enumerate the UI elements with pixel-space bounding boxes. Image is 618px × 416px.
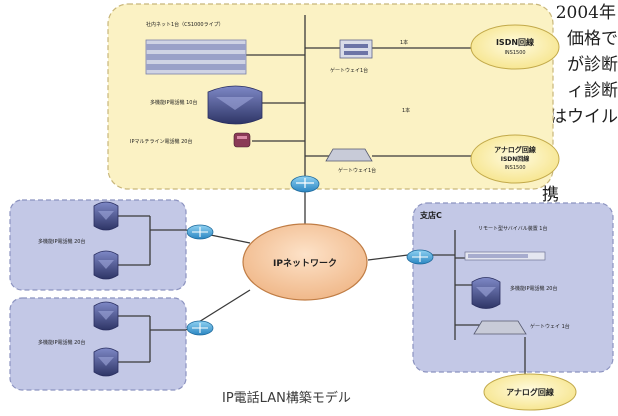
diagram-caption: IP電話LAN構築モデル xyxy=(222,391,351,406)
ip-network-label: IPネットワーク xyxy=(273,258,337,269)
ip-phone-icon xyxy=(93,301,119,331)
line-count-tag: 1本 xyxy=(402,107,410,114)
ip-phone-icon xyxy=(93,201,119,231)
branch-a-region xyxy=(9,199,187,291)
gateway-1-equipment xyxy=(339,39,373,59)
hq-router-icon xyxy=(290,175,320,193)
gateway-1-label: ゲートウェイ1台 xyxy=(330,67,368,74)
analog-line-title: アナログ回線 xyxy=(506,387,554,397)
branch-c-phones-label: 多機能IP電話機 20台 xyxy=(510,285,557,292)
branch-c-gateway-label: ゲートウェイ 1台 xyxy=(530,323,570,330)
ip-phone-icon xyxy=(93,347,119,377)
connection-lines xyxy=(118,15,526,385)
body-line: はウイル xyxy=(550,107,618,127)
isdn-title: ISDN回線 xyxy=(496,37,534,47)
ip-phone-icon xyxy=(207,85,263,125)
external-line-analog-isdn xyxy=(470,134,560,184)
hq-phones-label: 多機能IP電話機 10台 xyxy=(150,99,197,106)
analog-sub: INS1500 xyxy=(504,165,525,171)
line-count-tag: 1本 xyxy=(400,39,408,46)
ip-phone-icon xyxy=(93,250,119,280)
body-line: 携 xyxy=(542,185,559,205)
body-line: 2004年 xyxy=(555,3,616,23)
branch-c-router-icon xyxy=(406,249,434,265)
branch-b-phones-label: 多機能IP電話機 20台 xyxy=(38,339,85,346)
branch-c-region xyxy=(412,202,614,373)
branch-c-backup-label: リモート型サバイバル装置 1台 xyxy=(478,225,547,232)
pbx-equipment xyxy=(145,39,247,75)
branch-a-router-icon xyxy=(186,224,214,240)
softphone-icon xyxy=(233,132,251,148)
ip-phone-icon xyxy=(471,277,501,309)
gateway-2-label: ゲートウェイ1台 xyxy=(338,167,376,174)
branch-b-router-icon xyxy=(186,320,214,336)
isdn-sub: INS1500 xyxy=(504,50,525,56)
pbx-label: 社内ネット1台（CS1000ライプ） xyxy=(146,21,224,28)
ip-network-ellipse xyxy=(242,223,368,301)
branch-b-region xyxy=(9,297,187,391)
branch-c-gateway-equipment xyxy=(473,320,527,335)
gateway-2-equipment xyxy=(325,148,373,162)
external-line-analog xyxy=(483,373,577,411)
analog-title: アナログ回線 xyxy=(494,145,536,154)
body-line: が診断 xyxy=(567,55,618,75)
softphone-label: IPマルチライン電話機 20台 xyxy=(130,138,192,145)
branch-a-phones-label: 多機能IP電話機 20台 xyxy=(38,238,85,245)
analog-sub2: ISDN回線 xyxy=(501,155,530,163)
external-line-isdn xyxy=(470,24,560,70)
body-line: 価格で xyxy=(567,29,618,49)
branch-c-title: 支店C xyxy=(419,210,442,220)
body-line: ィ診断 xyxy=(567,81,618,101)
survival-device-equipment xyxy=(464,251,546,261)
